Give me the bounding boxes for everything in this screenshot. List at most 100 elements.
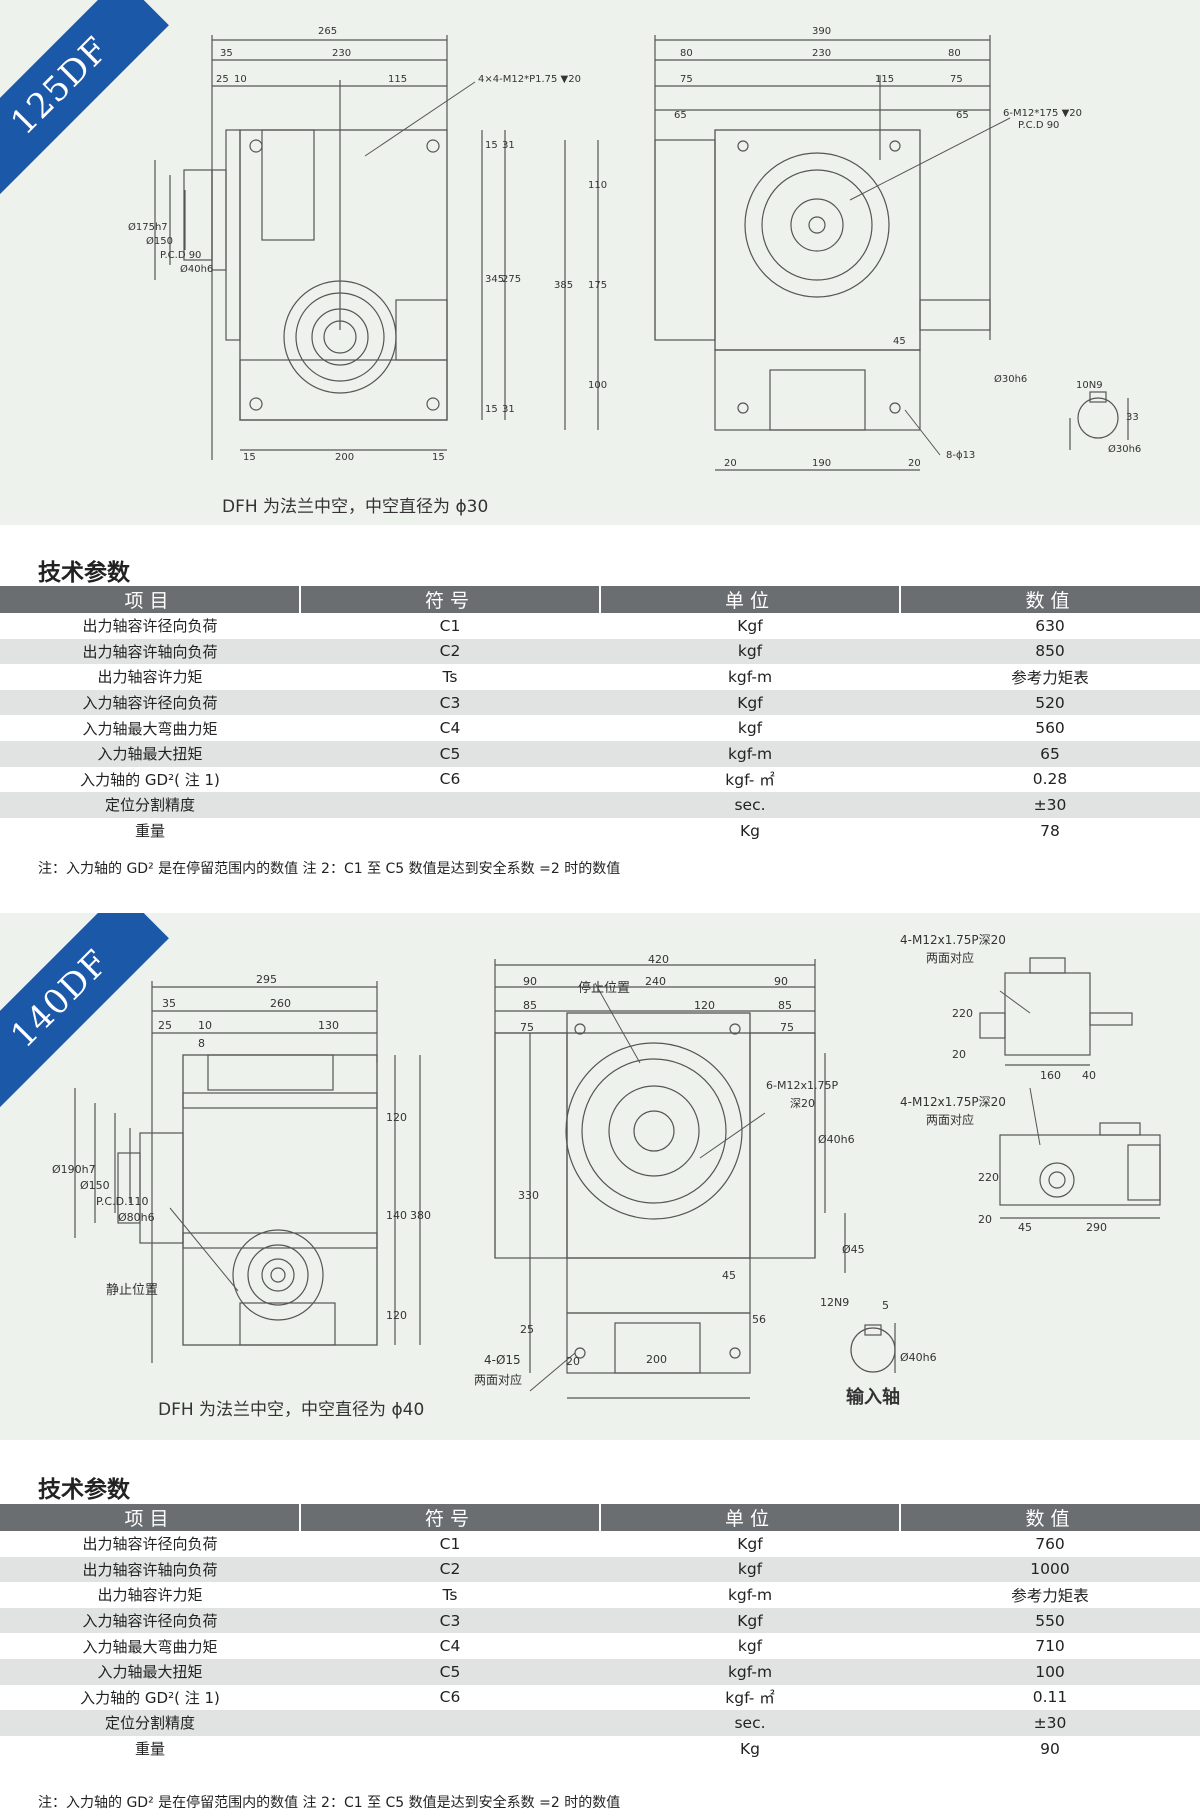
- table-cell: 入力轴最大弯曲力矩: [82, 1637, 218, 1656]
- dim-label: 4×4-M12*P1.75 ▼20: [478, 74, 581, 85]
- dim-label: 深20: [790, 1097, 815, 1110]
- table-cell: C1: [439, 616, 461, 635]
- dim-label: 静止位置: [106, 1283, 159, 1298]
- dim-label: Ø40h6: [900, 1351, 937, 1364]
- dim-label: 120: [386, 1111, 407, 1124]
- table-cell: 入力轴容许径向负荷: [0, 1607, 300, 1634]
- table-cell: [300, 1736, 600, 1762]
- dim-label: 90: [774, 975, 788, 988]
- column-header: 符号: [300, 586, 601, 613]
- dim-label: 275: [502, 274, 522, 285]
- table-cell: kgf-m: [600, 1658, 900, 1685]
- table-cell: C5: [300, 1658, 600, 1685]
- input-shaft-label: 输入轴: [846, 1387, 900, 1408]
- table-cell: 0.28: [1032, 770, 1068, 789]
- dim-label: 33: [1126, 412, 1139, 423]
- table-cell: 100: [900, 1658, 1200, 1685]
- dim-label: 115: [388, 74, 408, 85]
- drawing-panel-125df: 125DF 265 230 35 25 10 115 4×4-M12*P1.75…: [0, 0, 1200, 525]
- table-cell: C4: [439, 719, 461, 738]
- dim-label: 65: [674, 110, 687, 121]
- dim-label: Ø30h6: [1108, 444, 1142, 455]
- table-cell: 重量: [134, 822, 165, 841]
- dim-label: 20: [952, 1048, 966, 1061]
- technical-drawing-125df: [154, 35, 1129, 471]
- dim-label: 75: [680, 74, 693, 85]
- dim-label: 260: [270, 997, 291, 1010]
- dim-label: 380: [410, 1209, 431, 1222]
- dim-label: 停止位置: [578, 981, 631, 996]
- table-cell: 出力轴容许力矩: [97, 1586, 203, 1605]
- dim-label: 6-M12*175 ▼20: [1003, 108, 1083, 119]
- dim-label: 115: [875, 74, 895, 85]
- dim-label: 两面对应: [926, 1113, 975, 1127]
- dim-label: 10: [198, 1019, 212, 1032]
- dim-label: 160: [1040, 1069, 1061, 1082]
- dim-label: 31: [502, 404, 515, 415]
- dim-label: 200: [646, 1353, 667, 1366]
- table-cell: Kgf: [600, 1607, 900, 1634]
- table-cell: ±30: [900, 792, 1200, 818]
- dim-label: 75: [520, 1021, 534, 1034]
- dim-label: 330: [518, 1189, 539, 1202]
- dimension-labels-140df: 295 260 35 25 10 8 130 120 140 120 380 Ø…: [0, 913, 1200, 1440]
- dim-label: Ø150: [80, 1179, 110, 1192]
- dim-label: 220: [952, 1007, 973, 1020]
- dim-label: 90: [523, 975, 537, 988]
- table-cell: C4: [439, 1637, 461, 1656]
- dim-label: 45: [1018, 1221, 1032, 1234]
- table-cell: 520: [900, 689, 1200, 716]
- column-header: 数值: [900, 1504, 1200, 1531]
- drawing-caption-140df: DFH 为法兰中空，中空直径为 ϕ40: [158, 1400, 425, 1420]
- dim-label: 15: [485, 140, 498, 151]
- table-cell: 710: [1035, 1637, 1065, 1656]
- table-cell: Ts: [442, 1585, 458, 1604]
- dim-label: 25: [216, 74, 229, 85]
- dim-label: 20: [724, 458, 737, 469]
- table-cell: kgf-m: [600, 740, 900, 767]
- table-cell: C1: [439, 1534, 461, 1553]
- table-cell: 78: [1040, 821, 1060, 840]
- dim-label: Ø45: [842, 1243, 865, 1256]
- drawing-caption-125df: DFH 为法兰中空，中空直径为 ϕ30: [222, 497, 489, 517]
- dimension-labels-125df: 265 230 35 25 10 115 4×4-M12*P1.75 ▼20 1…: [0, 0, 1200, 525]
- dim-label: 390: [812, 26, 832, 37]
- table-cell: 出力轴容许力矩: [97, 668, 203, 687]
- table-cell: kgf-m: [727, 667, 773, 686]
- table-cell: 出力轴容许径向负荷: [82, 617, 218, 636]
- table-cell: Kg: [739, 821, 760, 840]
- table-footnote-125df: 注：入力轴的 GD² 是在停留范围内的数值 注 2：C1 至 C5 数值是达到安…: [38, 861, 621, 877]
- dim-label: 31: [502, 140, 515, 151]
- dim-label: 20: [566, 1355, 580, 1368]
- table-cell: kgf- ㎡: [725, 1689, 775, 1708]
- dim-label: Ø40h6: [818, 1133, 855, 1146]
- table-cell: kgf- ㎡: [725, 771, 775, 790]
- dim-label: 35: [220, 48, 233, 59]
- dim-label: 230: [332, 48, 352, 59]
- dim-label: 10: [234, 74, 247, 85]
- table-cell: C6: [439, 1688, 461, 1707]
- dim-label: P.C.D 90: [160, 250, 202, 261]
- dim-label: 345: [485, 274, 505, 285]
- column-header: 单位: [600, 1504, 901, 1531]
- table-cell: Ts: [442, 667, 458, 686]
- dim-label: 20: [908, 458, 921, 469]
- table-cell: 1000: [900, 1556, 1200, 1583]
- dim-label: 两面对应: [926, 951, 975, 965]
- table-cell: kgf: [737, 1637, 763, 1656]
- table-cell: C3: [300, 689, 600, 716]
- dim-label: 265: [318, 26, 338, 37]
- dim-label: 120: [694, 999, 715, 1012]
- dim-label: 45: [722, 1269, 736, 1282]
- table-cell: Kg: [739, 1739, 760, 1758]
